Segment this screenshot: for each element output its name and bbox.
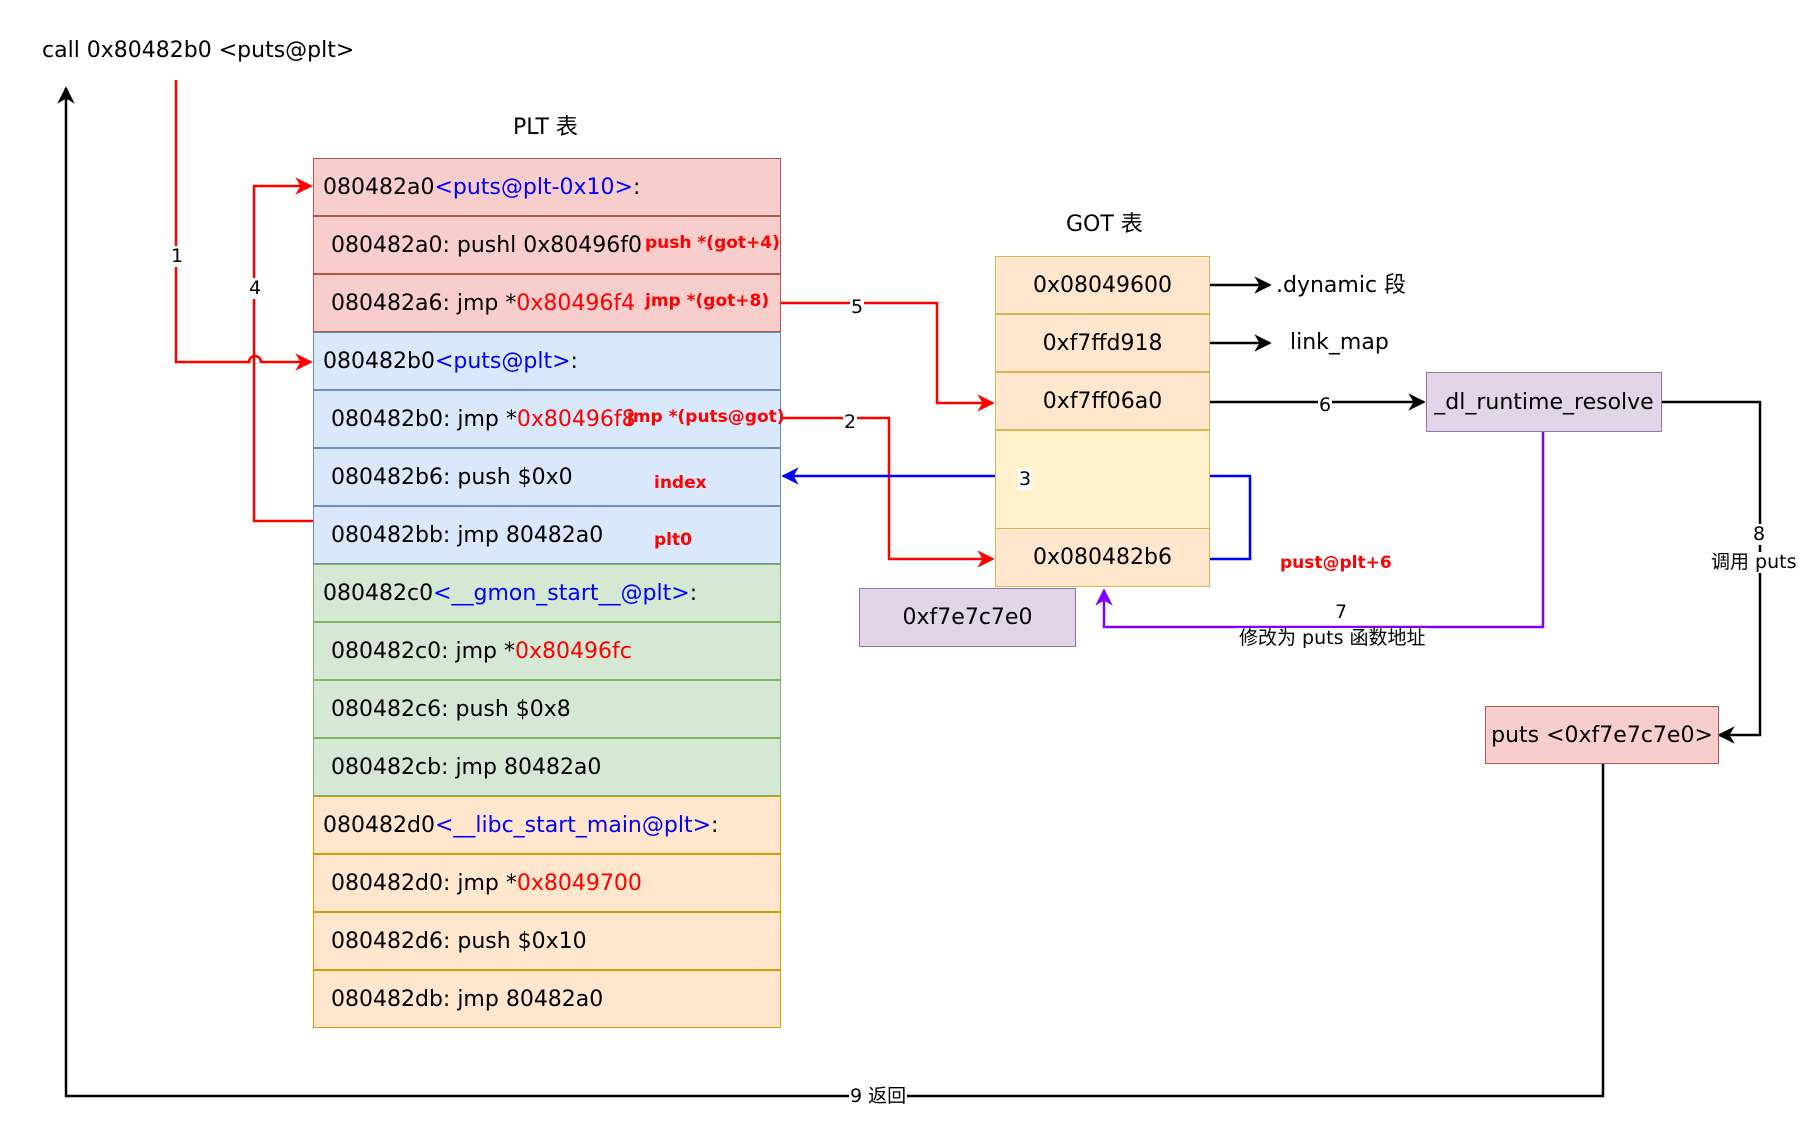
puts-function-label: puts <0xf7e7c7e0> [1491, 722, 1713, 748]
gmon-plt-push-text: 080482c6: push $0x8 [331, 696, 571, 722]
note-jmp-puts-got: jmp *(puts@got) [627, 407, 785, 427]
got-entry-2-value: 0xf7ff06a0 [1042, 388, 1163, 414]
edge-label-4: 4 [248, 277, 263, 299]
puts-plt-header-colon: : [570, 348, 578, 374]
libc-plt-header: 080482d0 <__libc_start_main@plt> : [313, 796, 781, 854]
edge-label-7-text: 修改为 puts 函数地址 [1238, 627, 1427, 649]
note-pust-plt6: pust@plt+6 [1280, 553, 1392, 573]
libc-plt-push-row: 080482d6: push $0x10 [313, 912, 781, 970]
puts-function-box: puts <0xf7e7c7e0> [1485, 706, 1719, 764]
libc-plt-jmp0-text: 080482db: jmp 80482a0 [331, 986, 604, 1012]
got-entry-puts-value: 0x080482b6 [1033, 545, 1172, 570]
puts-plt-push-text: 080482b6: push $0x0 [331, 464, 573, 490]
libc-plt-header-address: 080482d0 [323, 812, 435, 838]
call-instruction: call 0x80482b0 <puts@plt> [42, 38, 355, 63]
plt0-jmp-prefix: 080482a6: jmp * [331, 290, 517, 316]
got-entry-puts: 0x080482b6 [995, 528, 1210, 587]
gmon-plt-jmp-address: 0x80496fc [514, 638, 632, 664]
puts-plt-jmp-row: 080482b0: jmp * 0x80496f8 [313, 390, 781, 448]
edge-label-9: 9 返回 [849, 1085, 908, 1107]
dl-runtime-resolve-label: _dl_runtime_resolve [1434, 389, 1654, 415]
got-table-title: GOT 表 [1066, 212, 1143, 237]
gmon-plt-push-row: 080482c6: push $0x8 [313, 680, 781, 738]
puts-plt-header: 080482b0 <puts@plt> : [313, 332, 781, 390]
libc-plt-header-colon: : [711, 812, 719, 838]
puts-plt-push-row: 080482b6: push $0x0 [313, 448, 781, 506]
puts-plt-jmp-prefix: 080482b0: jmp * [331, 406, 517, 432]
edge-label-7: 7 [1334, 601, 1349, 623]
puts-plt-jmp0-text: 080482bb: jmp 80482a0 [331, 522, 604, 548]
plt0-push-row: 080482a0: pushl 0x80496f0 [313, 216, 781, 274]
libc-plt-jmp-address: 0x8049700 [516, 870, 642, 896]
edge-label-5: 5 [850, 296, 865, 318]
note-plt0: plt0 [654, 530, 692, 550]
libc-plt-jmp-prefix: 080482d0: jmp * [331, 870, 517, 896]
plt0-header: 080482a0 <puts@plt-0x10> : [313, 158, 781, 216]
edge-label-8: 8 [1752, 523, 1767, 545]
plt0-header-symbol: <puts@plt-0x10> [434, 174, 633, 200]
edge-label-6: 6 [1318, 394, 1333, 416]
note-jmp-got8: jmp *(got+8) [645, 291, 770, 311]
edge-1-call-to-puts-plt [174, 80, 313, 371]
got-entry-0-value: 0x08049600 [1033, 272, 1172, 298]
note-index: index [654, 473, 707, 493]
libc-plt-jmp0-row: 080482db: jmp 80482a0 [313, 970, 781, 1028]
plt0-header-colon: : [632, 174, 641, 200]
dl-runtime-resolve-box: _dl_runtime_resolve [1426, 372, 1662, 432]
got-entry-0: 0x08049600 [995, 256, 1210, 314]
plt0-header-address: 080482a0 [323, 174, 435, 200]
dynamic-section-label: .dynamic 段 [1276, 273, 1407, 298]
plt0-push-text: 080482a0: pushl 0x80496f0 [331, 232, 643, 258]
puts-plt-header-symbol: <puts@plt> [434, 348, 571, 374]
plt-table-title: PLT 表 [513, 115, 578, 140]
libc-plt-jmp-row: 080482d0: jmp * 0x8049700 [313, 854, 781, 912]
puts-address-box: 0xf7e7c7e0 [859, 588, 1076, 647]
edge-9-return [57, 86, 1605, 1098]
puts-plt-jmp0-row: 080482bb: jmp 80482a0 [313, 506, 781, 564]
edge-7-resolver-to-got [1095, 432, 1545, 629]
edge-label-8-text: 调用 puts [1710, 551, 1798, 573]
edge-label-3: 3 [1018, 468, 1033, 490]
note-push-got4: push *(got+4) [645, 233, 780, 253]
gmon-plt-jmp-prefix: 080482c0: jmp * [331, 638, 515, 664]
link-map-label: link_map [1290, 330, 1389, 355]
libc-plt-push-text: 080482d6: push $0x10 [331, 928, 587, 954]
gmon-plt-header-colon: : [689, 580, 698, 606]
edge-label-1: 1 [170, 245, 185, 267]
puts-address-value: 0xf7e7c7e0 [902, 605, 1033, 630]
edge-4-jmp-to-plt0 [252, 177, 313, 523]
got-entry-2: 0xf7ff06a0 [995, 372, 1210, 430]
gmon-plt-header-symbol: <__gmon_start__@plt> [433, 580, 690, 606]
gmon-plt-jmp0-text: 080482cb: jmp 80482a0 [331, 754, 602, 780]
edge-5-plt0-to-got2 [781, 301, 995, 412]
edge-label-2: 2 [843, 411, 858, 433]
plt0-jmp-row: 080482a6: jmp * 0x80496f4 [313, 274, 781, 332]
gmon-plt-jmp0-row: 080482cb: jmp 80482a0 [313, 738, 781, 796]
libc-plt-header-symbol: <__libc_start_main@plt> [434, 812, 712, 838]
gmon-plt-header: 080482c0 <__gmon_start__@plt> : [313, 564, 781, 622]
plt0-jmp-address: 0x80496f4 [516, 290, 636, 316]
edge-2-puts-jmp-to-got [781, 416, 995, 568]
gmon-plt-jmp-row: 080482c0: jmp * 0x80496fc [313, 622, 781, 680]
gmon-plt-header-address: 080482c0 [323, 580, 434, 606]
puts-plt-jmp-address: 0x80496f8 [516, 406, 636, 432]
got-entry-1-value: 0xf7ffd918 [1042, 330, 1163, 356]
got-entry-1: 0xf7ffd918 [995, 314, 1210, 372]
puts-plt-header-address: 080482b0 [323, 348, 435, 374]
